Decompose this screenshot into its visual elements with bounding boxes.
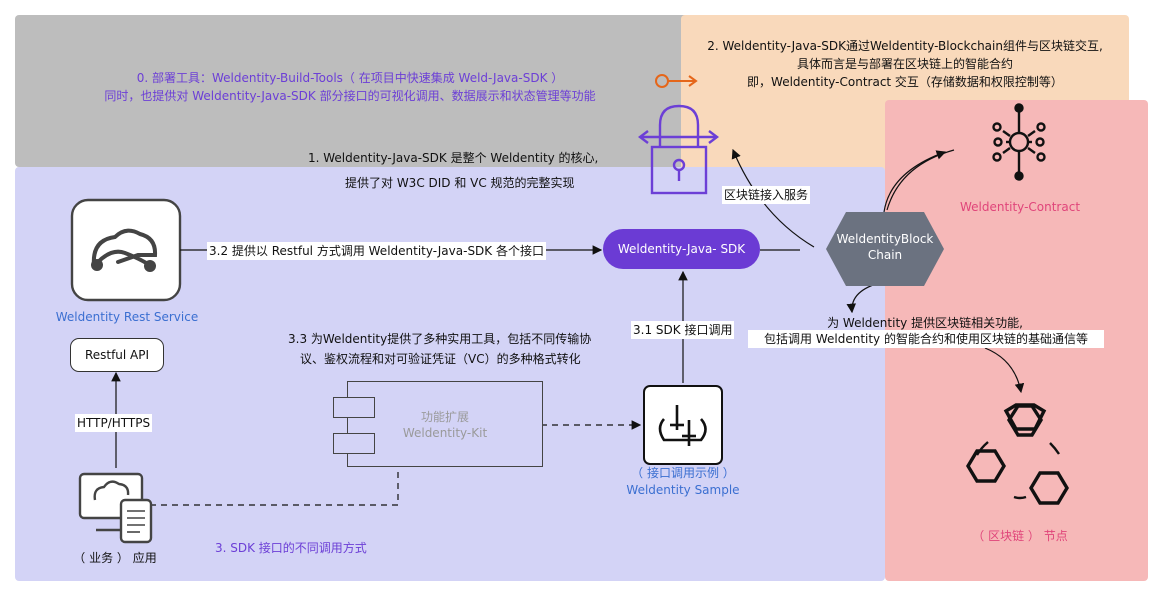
kit-tab-top (333, 397, 375, 418)
core-line1: 1. Weldentity-Java-SDK 是整个 Weldentity 的核… (308, 151, 599, 165)
rest-call-label: 3.2 提供以 Restful 方式调用 Weldentity-Java-SDK… (207, 242, 546, 260)
tools-region (15, 15, 695, 167)
kit-desc-line2: 议、鉴权流程和对可验证凭证（VC）的多种格式转化 (300, 352, 581, 366)
interaction-line2: 具体而言是与部署在区块链上的智能合约 (796, 57, 1013, 71)
interaction-line3: 即，Weldentity-Contract 交互（存储数据和权限控制等） (747, 75, 1063, 89)
kit-desc-line1: 3.3 为Weldentity提供了多种实用工具，包括不同传输协 (288, 332, 592, 346)
sdk-node[interactable]: Weldentity-Java- SDK (603, 229, 760, 269)
kit-node[interactable]: 功能扩展 Weldentity-Kit (347, 381, 543, 467)
access-service-label: 区块链接入服务 (722, 186, 811, 204)
sample-label-line2: Weldentity Sample (626, 483, 740, 497)
sdk-modes-label: 3. SDK 接口的不同调用方式 (215, 541, 367, 555)
app-label: （ 业务 ） 应用 (73, 551, 157, 565)
sdk-call-label: 3.1 SDK 接口调用 (631, 321, 735, 339)
kit-label-line1: 功能扩展 (420, 410, 469, 424)
interface-sync-icon (643, 385, 723, 465)
chain-func-line1: 为 Weldentity 提供区块链相关功能, (827, 316, 1023, 330)
tools-line1: 0. 部署工具：Weldentity-Build-Tools（ 在项目中快速集成… (136, 71, 564, 85)
network-nodes-icon (992, 103, 1046, 181)
kit-label-line2: Weldentity-Kit (402, 426, 488, 440)
sample-label-line1: （ 接口调用示例 ） (631, 466, 735, 480)
cloud-sync-icon (70, 198, 182, 302)
circle-arrow-icon (655, 74, 698, 88)
hexagon-nodes-icon (966, 403, 1069, 505)
node-label: （ 区块链 ） 节点 (972, 529, 1068, 543)
http-label: HTTP/HTTPS (75, 414, 153, 432)
blockchain-label-line1: WeldentityBlock (837, 232, 934, 246)
blockchain-hexagon[interactable]: WeldentityBlock Chain (826, 212, 944, 286)
devices-icon (78, 472, 153, 544)
lock-arrows-icon (638, 104, 719, 195)
blockchain-label-line2: Chain (868, 248, 902, 262)
rest-service-label: Weldentity Rest Service (55, 310, 199, 324)
kit-tab-bottom (333, 433, 375, 454)
interaction-line1: 2. Weldentity-Java-SDK通过Weldentity-Block… (707, 39, 1103, 53)
tools-line2: 同时，也提供对 Weldentity-Java-SDK 部分接口的可视化调用、数… (104, 89, 596, 103)
contract-label: Weldentity-Contract (959, 200, 1081, 214)
restful-api-node[interactable]: Restful API (70, 338, 164, 372)
chain-func-line2: 包括调用 Weldentity 的智能合约和使用区块链的基础通信等 (748, 330, 1104, 348)
core-line2: 提供了对 W3C DID 和 VC 规范的完整实现 (345, 176, 575, 190)
